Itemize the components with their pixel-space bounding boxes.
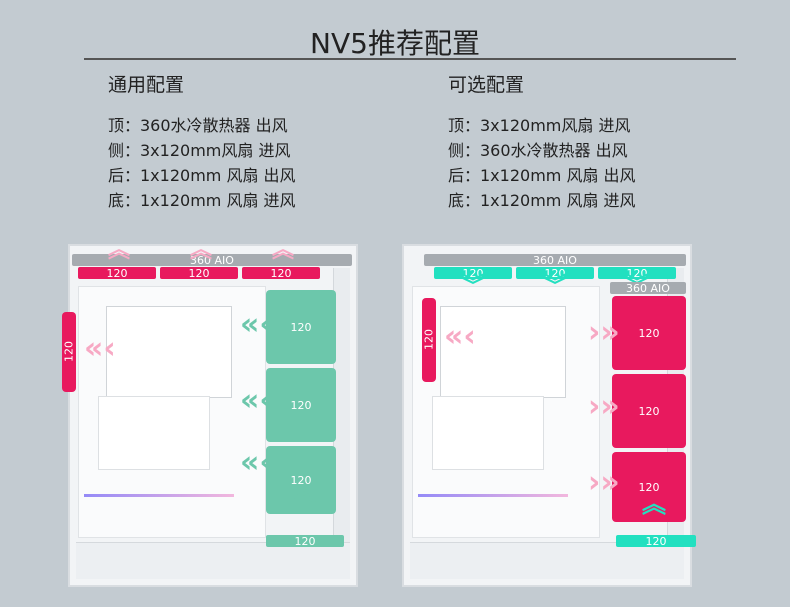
page-title: NV5推荐配置 bbox=[310, 27, 480, 60]
arrow-down-icon: ︾ bbox=[462, 274, 485, 299]
aio-label: 360 AIO bbox=[533, 253, 577, 267]
optional-config-heading: 可选配置 bbox=[448, 74, 525, 96]
arrow-left-icon: «‹ bbox=[240, 445, 272, 480]
side-fan: 120 bbox=[266, 368, 336, 442]
motherboard-lower bbox=[432, 396, 544, 470]
arrow-right-icon: ›» bbox=[588, 465, 620, 500]
general-config: 通用配置 顶：360水冷散热器 出风 侧：3x120mm风扇 进风 后：1x12… bbox=[108, 70, 296, 213]
side-fan: 120 bbox=[612, 374, 686, 448]
arrow-up-icon: ︽ bbox=[292, 478, 316, 506]
arrow-right-icon: ›» bbox=[588, 389, 620, 424]
general-line: 侧：3x120mm风扇 进风 bbox=[108, 141, 291, 160]
general-line: 顶：360水冷散热器 出风 bbox=[108, 116, 288, 135]
left-case-illustration: 360 AIO 120 120 120 ︽ ︽ ︽ 120 «‹ 120 120… bbox=[62, 240, 358, 587]
side-fan: 120 bbox=[266, 290, 336, 364]
optional-line: 底：1x120mm 风扇 进风 bbox=[448, 191, 636, 210]
top-aio-bar: 360 AIO bbox=[424, 253, 686, 267]
side-fan: 120 bbox=[612, 452, 686, 522]
optional-line: 顶：3x120mm风扇 进风 bbox=[448, 116, 631, 135]
top-fan: 120 bbox=[242, 267, 320, 280]
arrow-right-icon: ›» bbox=[588, 315, 620, 350]
top-fan: 120 bbox=[598, 267, 676, 280]
arrow-up-icon: ︽ bbox=[190, 238, 213, 263]
arrow-up-icon: ︽ bbox=[642, 490, 666, 518]
motherboard-tray bbox=[106, 306, 232, 398]
top-fan: 120 bbox=[434, 267, 512, 280]
arrow-down-icon: ︾ bbox=[544, 274, 567, 299]
right-case-illustration: 360 AIO 120 120 120 ︾ ︾ ︾ 120 «‹ 360 AIO… bbox=[402, 244, 696, 587]
side-aio-bar: 360 AIO bbox=[610, 281, 686, 295]
arrow-left-icon: «‹ bbox=[240, 383, 272, 418]
optional-config: 可选配置 顶：3x120mm风扇 进风 侧：360水冷散热器 出风 后：1x12… bbox=[448, 70, 636, 213]
bottom-fan: 120 bbox=[616, 535, 696, 548]
aio-label: 360 AIO bbox=[626, 281, 670, 295]
top-fan: 120 bbox=[160, 267, 238, 280]
general-line: 后：1x120mm 风扇 出风 bbox=[108, 166, 296, 185]
top-fan: 120 bbox=[78, 267, 156, 280]
top-aio-bar: 360 AIO bbox=[72, 253, 352, 267]
rear-fan: 120 bbox=[62, 312, 76, 392]
rear-fan: 120 bbox=[422, 298, 436, 382]
title-divider bbox=[84, 58, 736, 60]
side-fan: 120 bbox=[266, 446, 336, 514]
general-config-heading: 通用配置 bbox=[108, 74, 185, 96]
top-fan: 120 bbox=[516, 267, 594, 280]
general-line: 底：1x120mm 风扇 进风 bbox=[108, 191, 296, 210]
arrow-up-icon: ︽ bbox=[272, 238, 295, 263]
arrow-left-icon: «‹ bbox=[240, 307, 272, 342]
arrow-left-icon: «‹ bbox=[444, 319, 476, 354]
motherboard-tray bbox=[440, 306, 566, 398]
optional-line: 后：1x120mm 风扇 出风 bbox=[448, 166, 636, 185]
rgb-strip bbox=[418, 494, 568, 497]
psu-shroud bbox=[76, 542, 350, 579]
psu-shroud bbox=[410, 542, 684, 579]
arrow-up-icon: ︽ bbox=[108, 238, 131, 263]
aio-label: 360 AIO bbox=[190, 253, 234, 267]
motherboard-lower bbox=[98, 396, 210, 470]
optional-line: 侧：360水冷散热器 出风 bbox=[448, 141, 628, 160]
bottom-fan: 120 bbox=[266, 535, 344, 548]
arrow-left-icon: «‹ bbox=[84, 331, 116, 366]
side-fan: 120 bbox=[612, 296, 686, 370]
rgb-strip bbox=[84, 494, 234, 497]
